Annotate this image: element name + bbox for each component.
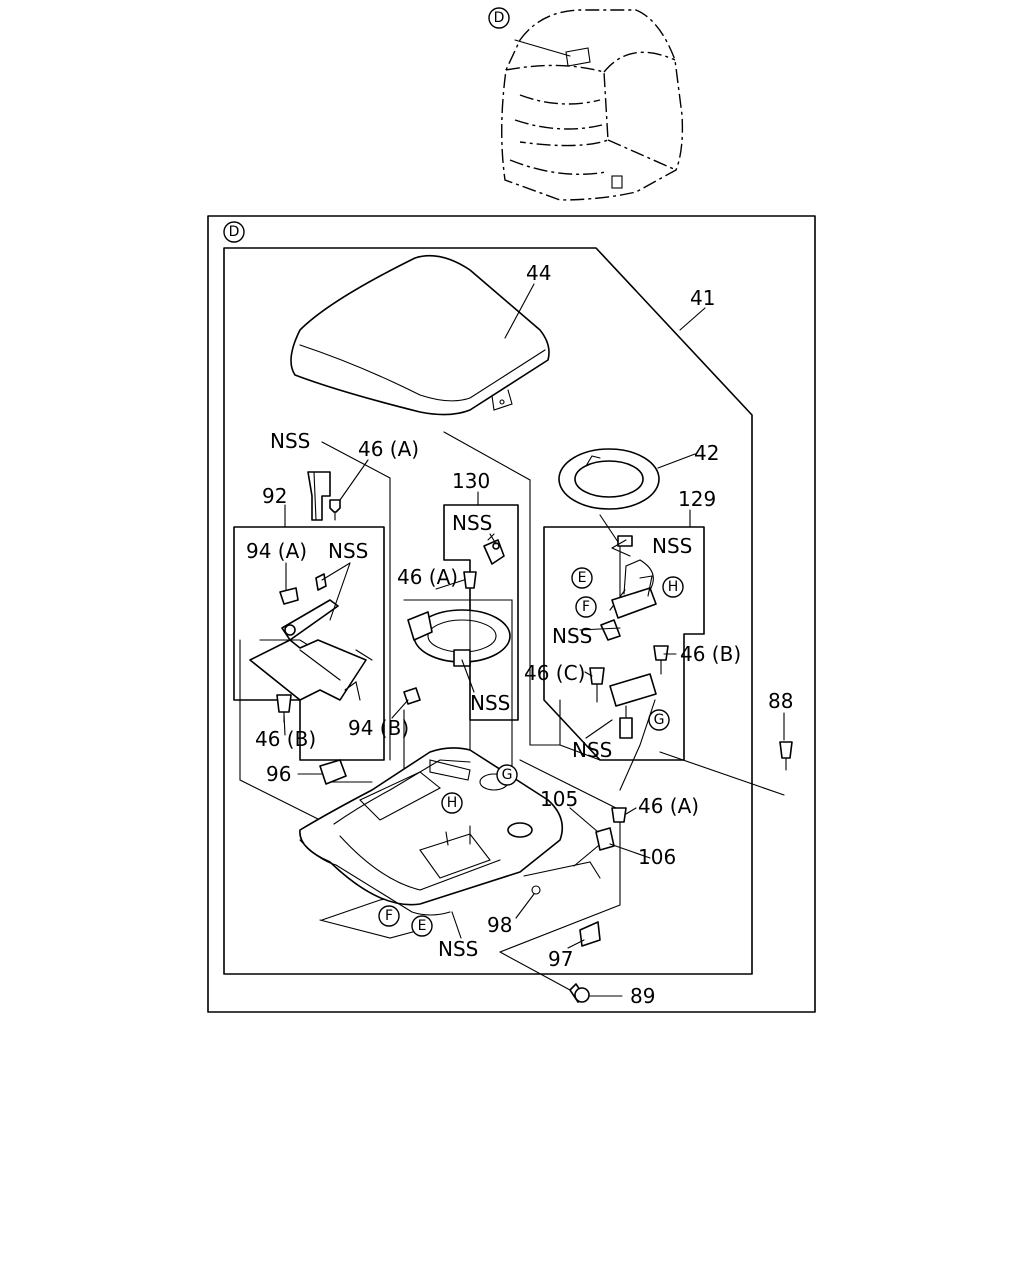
label-105: 105 <box>540 787 578 811</box>
svg-text:G: G <box>654 712 665 728</box>
callout-g-2: G <box>496 764 518 786</box>
subassembly-129-outline <box>543 526 705 761</box>
callout-d-panel <box>223 221 245 243</box>
base-plate <box>299 741 793 1003</box>
subassembly-92-parts <box>249 471 421 785</box>
callout-e-1: E <box>571 567 593 589</box>
label-46b-right: 46 (B) <box>680 642 741 666</box>
label-nss-4: NSS <box>470 691 510 715</box>
leader-lines <box>283 283 785 997</box>
label-nss-1: NSS <box>270 429 310 453</box>
outer-frame <box>207 215 816 1013</box>
callout-d-panel-text: D <box>229 224 240 240</box>
label-106: 106 <box>638 845 676 869</box>
label-nss-8: NSS <box>438 937 478 961</box>
svg-text:G: G <box>502 767 513 783</box>
label-46b-left: 46 (B) <box>255 727 316 751</box>
label-42: 42 <box>694 441 719 465</box>
callout-e-2: E <box>411 915 433 937</box>
label-129: 129 <box>678 487 716 511</box>
label-96: 96 <box>266 762 291 786</box>
label-98: 98 <box>487 913 512 937</box>
assembly-41-boundary <box>223 247 753 975</box>
callout-d-top <box>488 7 510 29</box>
subassembly-129-parts <box>589 535 669 739</box>
subassembly-130-parts <box>407 533 511 667</box>
label-nss-6: NSS <box>552 624 592 648</box>
cover-part-44 <box>290 254 550 416</box>
svg-text:F: F <box>385 908 393 924</box>
label-41: 41 <box>690 286 715 310</box>
label-89: 89 <box>630 984 655 1008</box>
label-nss-7: NSS <box>572 738 612 762</box>
svg-text:H: H <box>447 795 458 811</box>
callout-h-2: H <box>441 792 463 814</box>
svg-text:E: E <box>578 570 587 586</box>
label-46a-mid: 46 (A) <box>397 565 458 589</box>
subassembly-92-outline <box>233 526 385 761</box>
callout-f-2: F <box>378 905 400 927</box>
label-97: 97 <box>548 947 573 971</box>
callout-g-1: G <box>648 709 670 731</box>
label-nss-3: NSS <box>452 511 492 535</box>
svg-text:F: F <box>582 599 590 615</box>
connector-lines <box>239 431 785 991</box>
label-nss-5: NSS <box>652 534 692 558</box>
label-46a-top: 46 (A) <box>358 437 419 461</box>
label-94a: 94 (A) <box>246 539 307 563</box>
cab-reference-view: D <box>488 7 684 201</box>
callout-h-1: H <box>662 576 684 598</box>
label-130: 130 <box>452 469 490 493</box>
label-88: 88 <box>768 689 793 713</box>
label-94b: 94 (B) <box>348 716 409 740</box>
label-46a-right: 46 (A) <box>638 794 699 818</box>
label-46c: 46 (C) <box>524 661 585 685</box>
svg-text:H: H <box>668 579 679 595</box>
label-92: 92 <box>262 484 287 508</box>
label-nss-2: NSS <box>328 539 368 563</box>
part-labels: 44 41 42 129 130 92 88 89 96 97 98 105 1… <box>246 261 793 1008</box>
callout-f-1: F <box>575 596 597 618</box>
svg-text:E: E <box>418 918 427 934</box>
callout-d-top-text: D <box>494 10 505 26</box>
label-44: 44 <box>526 261 551 285</box>
ring-part-42 <box>558 448 660 510</box>
